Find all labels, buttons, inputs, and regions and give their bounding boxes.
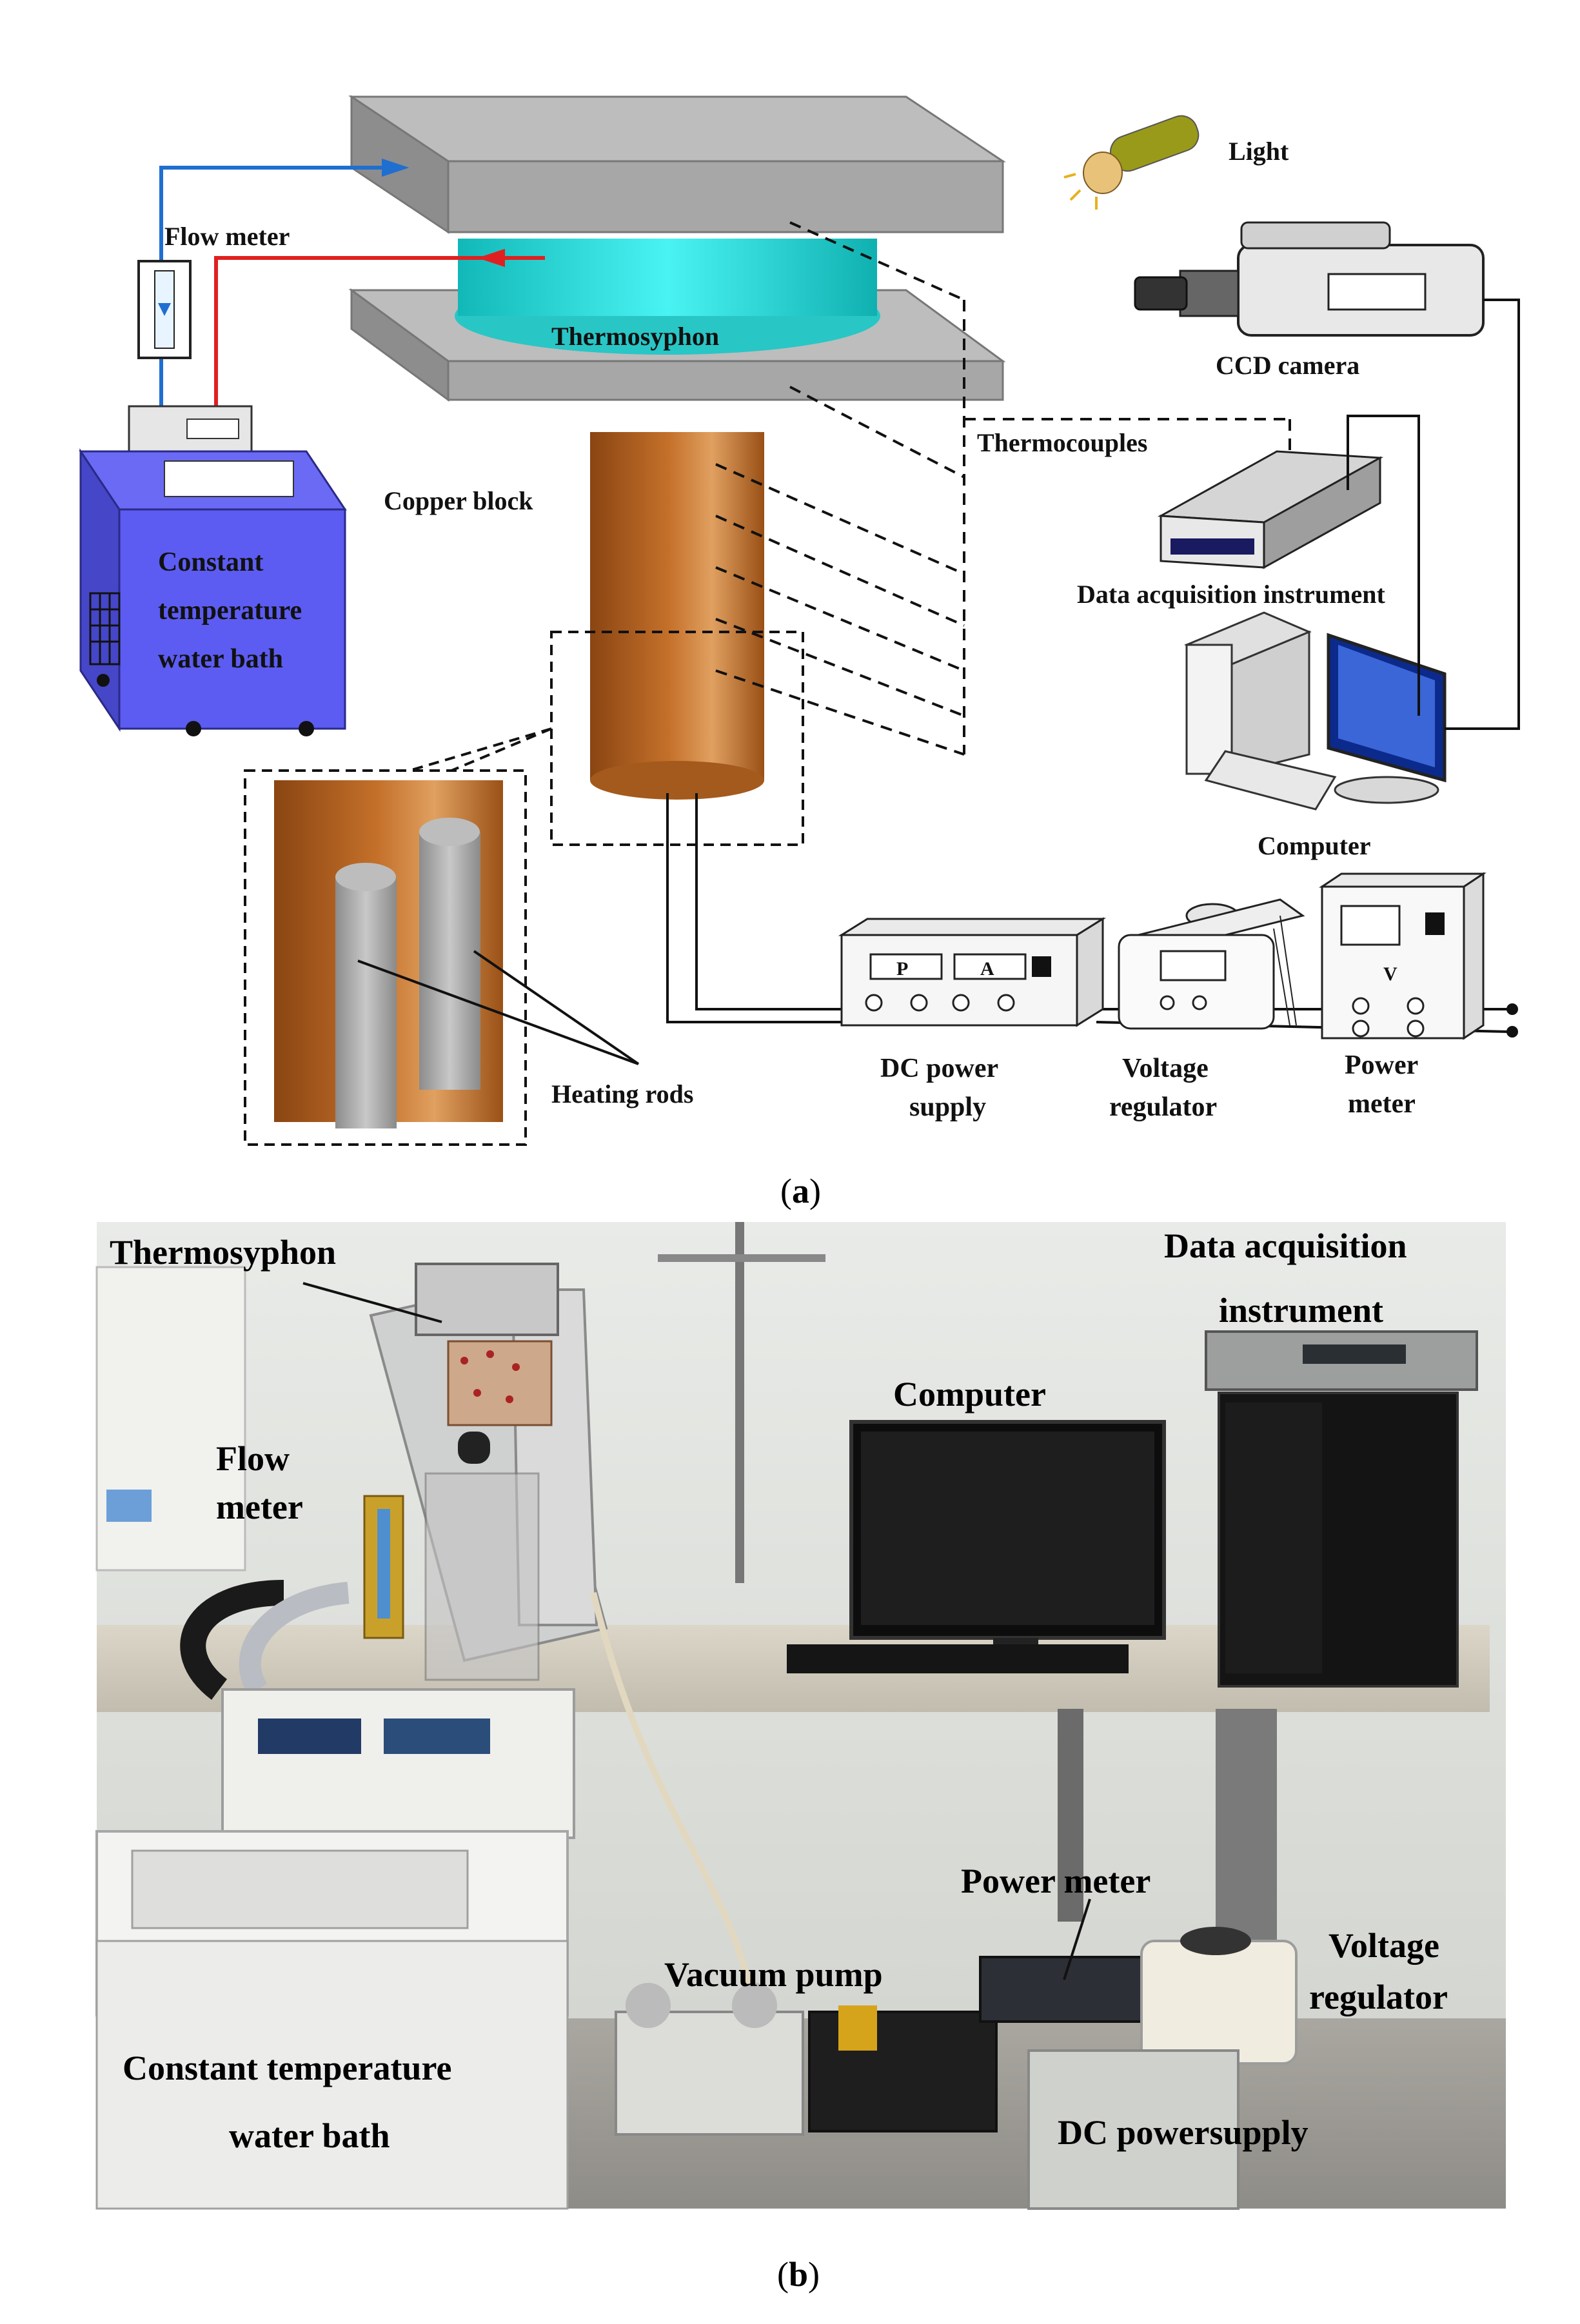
photo-label-water-bath-1: Constant temperature <box>123 2049 451 2087</box>
photo-label-data-acquisition-2: instrument <box>1219 1291 1383 1330</box>
heating-rods-inset <box>244 769 640 1146</box>
photo-label-flow-2: meter <box>216 1488 303 1526</box>
label-data-acquisition: Data acquisition instrument <box>1077 580 1385 609</box>
photo-bench-leg <box>1058 1709 1083 1922</box>
photo-flow-meter-tube <box>377 1509 390 1619</box>
panel-b-photo: Thermosyphon Data acquisition instrument… <box>95 1222 1506 2294</box>
photo-stand-rod <box>735 1222 744 1583</box>
label-water-bath-1: Constant <box>158 547 263 577</box>
photo-label-vacuum-pump: Vacuum pump <box>664 1955 883 1994</box>
label-dc-power-2: supply <box>909 1092 986 1122</box>
photo-label-voltage-regulator-1: Voltage <box>1328 1926 1439 1965</box>
voltage-regulator-device <box>1118 898 1305 1030</box>
caption-b: (b) <box>777 2255 820 2294</box>
label-copper-block: Copper block <box>384 486 533 515</box>
hot-water-line <box>214 248 545 406</box>
thermocouple-lines <box>715 221 1291 756</box>
panel-label-p: P <box>896 958 908 980</box>
photo-label-thermosyphon: Thermosyphon <box>110 1233 336 1272</box>
label-light: Light <box>1229 137 1289 166</box>
flow-meter-device <box>137 260 192 359</box>
caption-a: (a) <box>780 1172 821 1210</box>
dc-power-supply-device <box>838 917 1107 1027</box>
caption-a-open: ( <box>780 1172 792 1210</box>
photo-dc-power-supply <box>1027 2049 1239 2210</box>
photo-bench-column <box>1216 1709 1277 1954</box>
panel-label-a: A <box>980 958 994 980</box>
cold-water-line <box>159 158 410 406</box>
light-icon <box>1063 115 1200 210</box>
caption-a-letter: a <box>792 1172 809 1210</box>
label-thermocouples: Thermocouples <box>977 428 1147 457</box>
label-power-meter-2: meter <box>1348 1089 1416 1119</box>
photo-label-power-meter: Power meter <box>961 1862 1150 1900</box>
photo-thermosyphon-pointer <box>302 1282 442 1323</box>
caption-b-close: ) <box>808 2255 820 2294</box>
photo-power-meter <box>979 1956 1143 2023</box>
photo-data-acquisition <box>1205 1330 1478 1391</box>
panel-a-schematic: Light Flow meter Thermosyphon CCD camera… <box>79 95 1520 1210</box>
upper-plate <box>348 95 1006 234</box>
computer-device <box>1184 611 1447 811</box>
caption-a-close: ) <box>809 1172 821 1210</box>
photo-keyboard <box>787 1644 1129 1673</box>
photo-voltage-regulator <box>1140 1927 1298 2065</box>
photo-pc-tower <box>1218 1392 1459 1688</box>
photo-power-meter-pointer <box>1063 1898 1091 1980</box>
label-voltage-regulator-2: regulator <box>1109 1092 1217 1122</box>
photo-monitor <box>787 1420 1166 1673</box>
label-dc-power-1: DC power <box>880 1054 998 1083</box>
panel-label-v: V <box>1383 963 1397 985</box>
photo-vacuum-tube <box>590 1591 755 1994</box>
label-power-meter-1: Power <box>1345 1050 1418 1080</box>
photo-label-voltage-regulator-2: regulator <box>1309 1978 1448 2016</box>
photo-hose-silver <box>239 1582 350 1696</box>
photo-label-dc-power-supply: DC powersupply <box>1058 2113 1308 2152</box>
water-bath-device <box>79 405 347 736</box>
zoom-box-small <box>409 631 804 846</box>
lower-plate <box>348 245 1006 402</box>
photo-stand-arm <box>658 1254 825 1262</box>
data-acquisition-device <box>1157 450 1384 569</box>
label-computer: Computer <box>1258 831 1371 860</box>
photo-vacuum-pump <box>615 1983 998 2136</box>
photo-label-water-bath-2: water bath <box>229 2116 390 2155</box>
label-flow-meter: Flow meter <box>164 222 290 251</box>
label-voltage-regulator-1: Voltage <box>1122 1054 1209 1083</box>
caption-b-open: ( <box>777 2255 789 2294</box>
label-ccd-camera: CCD camera <box>1216 351 1359 380</box>
ccd-camera-icon <box>1134 221 1485 337</box>
photo-thermosyphon-rig <box>369 1263 608 1681</box>
label-water-bath-2: temperature <box>158 596 302 625</box>
label-water-bath-3: water bath <box>158 644 283 674</box>
photo-hose-dark <box>180 1580 284 1700</box>
photo-label-data-acquisition-1: Data acquisition <box>1164 1226 1407 1265</box>
photo-label-computer: Computer <box>893 1375 1046 1413</box>
power-meter-device <box>1319 872 1486 1040</box>
photo-water-bath <box>95 1688 575 2210</box>
copper-block <box>590 432 764 800</box>
photo-cabinet-panel <box>106 1490 152 1522</box>
label-thermosyphon: Thermosyphon <box>551 322 719 351</box>
caption-b-letter: b <box>789 2255 808 2294</box>
photo-label-flow-1: Flow <box>216 1439 290 1478</box>
label-heating-rods: Heating rods <box>551 1079 693 1108</box>
